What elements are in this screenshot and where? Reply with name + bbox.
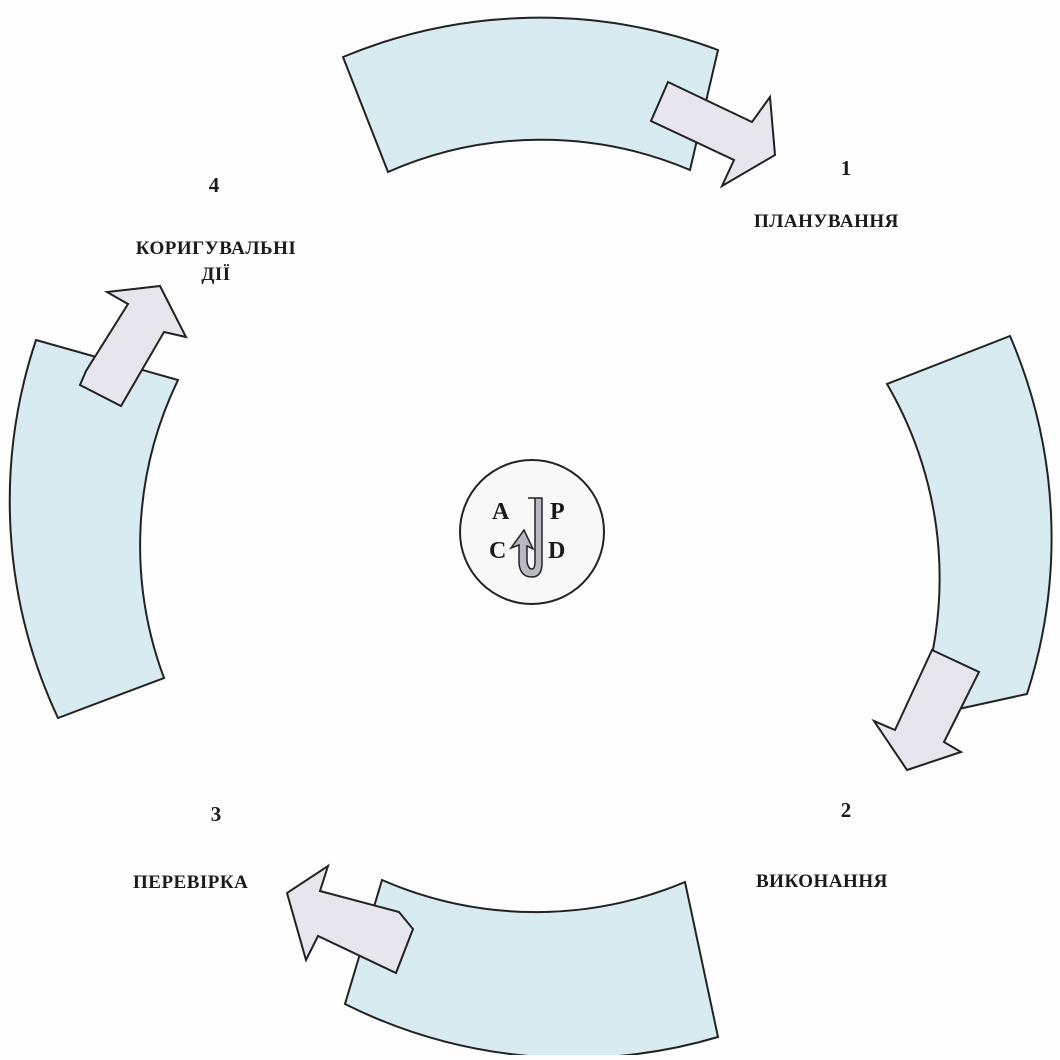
arrow-act-to-plan bbox=[78, 284, 188, 408]
arrow-check-to-act bbox=[285, 863, 415, 975]
center-letter-c: C bbox=[489, 538, 506, 564]
center-letter-a: A bbox=[492, 499, 510, 525]
stage-4-number: 4 bbox=[208, 173, 220, 197]
stage-2-label: ВИКОНАННЯ bbox=[756, 871, 888, 892]
stage-3-number: 3 bbox=[210, 802, 222, 826]
stage-4-label-line1: КОРИГУВАЛЬНІ bbox=[135, 238, 297, 259]
stage-4-label-line2: ДІЇ bbox=[201, 264, 231, 285]
stage-1-number: 1 bbox=[840, 156, 852, 180]
center-circle bbox=[459, 459, 605, 605]
arrow-plan-to-do bbox=[649, 80, 777, 189]
band-bottom bbox=[343, 878, 720, 1059]
stage-2-number: 2 bbox=[840, 798, 852, 822]
center-cycle-icon bbox=[508, 497, 543, 578]
stage-1-label: ПЛАНУВАННЯ bbox=[754, 211, 899, 232]
band-left bbox=[8, 338, 180, 720]
band-right bbox=[885, 334, 1053, 721]
stage-3-label: ПЕРЕВІРКА bbox=[133, 872, 249, 893]
center-letter-d: D bbox=[548, 538, 565, 564]
arrow-do-to-check bbox=[871, 648, 981, 772]
center-letter-p: P bbox=[550, 499, 565, 525]
